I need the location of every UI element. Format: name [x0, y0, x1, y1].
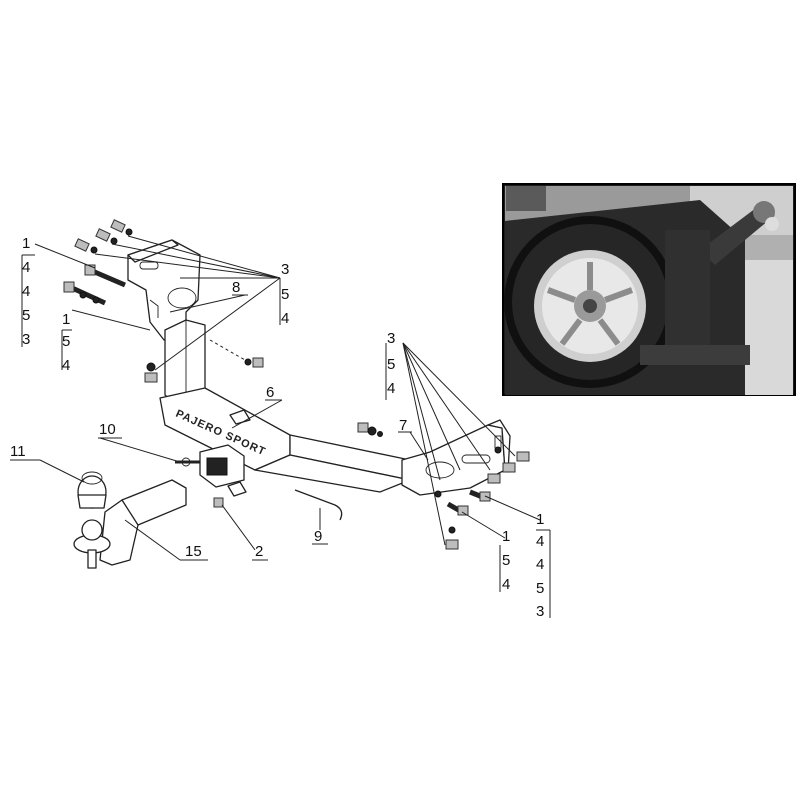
- leader-lines: [10, 235, 551, 618]
- label-stack-top-1: 3: [281, 261, 289, 278]
- callout-11: 11: [10, 443, 26, 460]
- callout-2: 2: [255, 543, 263, 560]
- label-stack-right2-1: 1: [502, 528, 510, 545]
- label-stack-left2-3: 4: [62, 357, 70, 374]
- callout-9: 9: [314, 528, 322, 545]
- label-stack-right: 1 4 4 5 3: [536, 511, 544, 620]
- callout-15: 15: [185, 543, 202, 560]
- label-stack-left2-2: 5: [62, 333, 70, 350]
- label-stack-left2-1: 1: [62, 311, 70, 328]
- label-stack-right-1: 1: [536, 511, 544, 528]
- label-stack-top: 3 5 4: [281, 261, 289, 327]
- label-stack-right2-2: 5: [502, 552, 510, 569]
- installed-towbar-photo: [502, 183, 796, 396]
- callout-labels: 8 6 7 10 11 9 2 15: [10, 279, 407, 560]
- label-stack-top-2: 5: [281, 286, 289, 303]
- label-stack-left-5: 3: [22, 331, 30, 348]
- bolts-right: [357, 422, 530, 550]
- label-stack-right-3: 4: [536, 556, 544, 573]
- label-stack-left-4: 5: [22, 307, 30, 324]
- label-stack-right2-3: 4: [502, 576, 510, 593]
- ball-mount: [73, 471, 187, 569]
- bolts-upper-left: [63, 219, 264, 383]
- callout-7: 7: [399, 417, 407, 434]
- callout-6: 6: [266, 384, 274, 401]
- label-stack-right2: 1 5 4: [502, 528, 510, 593]
- label-stack-right-4: 5: [536, 580, 544, 597]
- label-stack-left-2: 4: [22, 259, 30, 276]
- label-stack-mid: 3 5 4: [387, 330, 395, 397]
- label-stack-left: 1 4 4 5 3: [22, 235, 30, 348]
- label-stack-mid-2: 5: [387, 356, 395, 373]
- small-parts: [175, 457, 343, 521]
- label-stack-left-1: 1: [22, 235, 30, 252]
- label-stack-left-3: 4: [22, 283, 30, 300]
- callout-8: 8: [232, 279, 240, 296]
- label-stack-mid-3: 4: [387, 380, 395, 397]
- label-stack-left2: 1 5 4: [62, 311, 70, 374]
- label-stack-right-2: 4: [536, 533, 544, 550]
- label-stack-right-5: 3: [536, 603, 544, 620]
- label-stack-top-3: 4: [281, 310, 289, 327]
- label-stack-mid-1: 3: [387, 330, 395, 347]
- callout-10: 10: [99, 421, 116, 438]
